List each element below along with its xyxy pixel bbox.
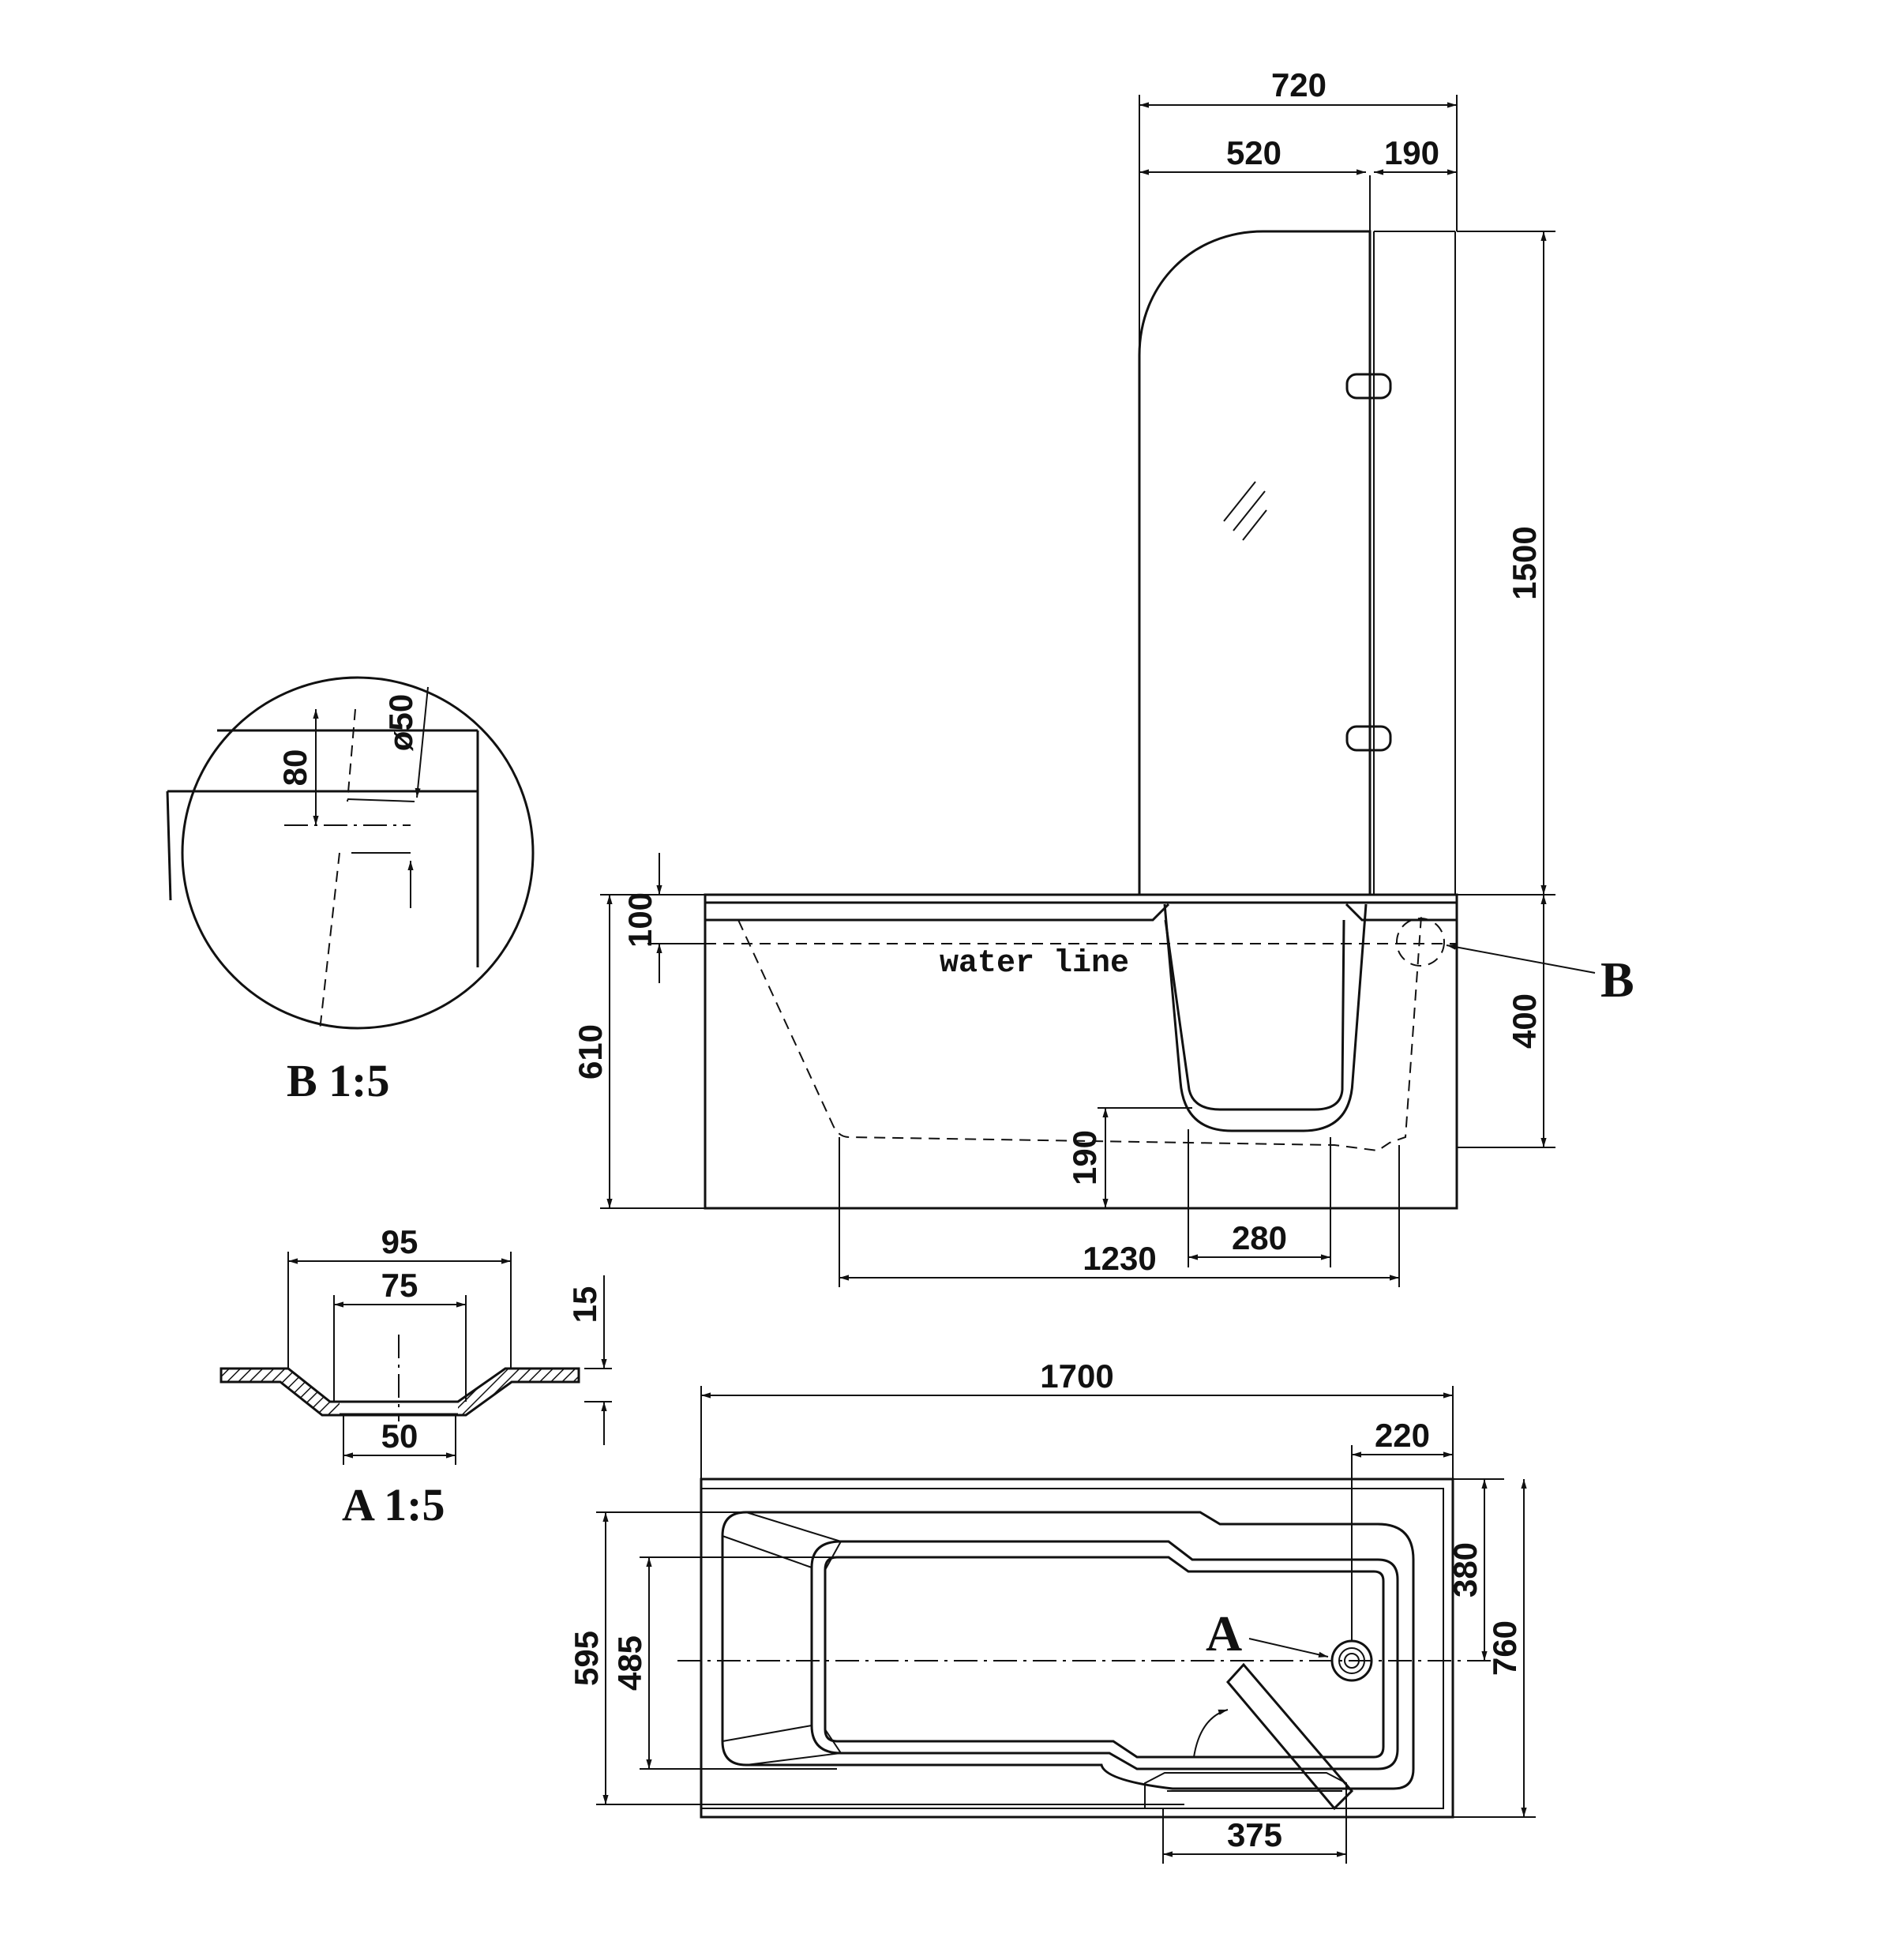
dim-595: 595 — [568, 1511, 1200, 1805]
basin-floor-outline — [824, 1556, 1385, 1759]
hinge-lower — [1345, 725, 1392, 752]
svg-text:190: 190 — [1384, 134, 1439, 171]
dim-1500: 1500 — [1457, 231, 1555, 896]
tub-plan-outer — [700, 1478, 1454, 1819]
door-recess-inner — [1164, 919, 1345, 1111]
dim-400: 400 — [1457, 895, 1555, 1148]
ref-b-callout: B — [1446, 944, 1634, 1008]
tub-rim-inner-left — [705, 903, 1170, 922]
dim-760: 760 — [1453, 1479, 1536, 1818]
door-swing-panel — [1226, 1662, 1354, 1811]
dim-75: 75 — [333, 1267, 467, 1402]
tub-side-body — [704, 893, 1458, 1210]
dim-1700: 1700 — [700, 1357, 1454, 1479]
dim-610: 610 — [572, 894, 705, 1209]
svg-text:B: B — [1600, 952, 1634, 1008]
svg-text:100: 100 — [621, 892, 659, 948]
detail-a: 95 75 50 15 A 1:5 — [220, 1223, 612, 1530]
svg-text:610: 610 — [572, 1024, 609, 1080]
svg-text:220: 220 — [1375, 1417, 1430, 1454]
dim-520: 520 — [1139, 134, 1366, 175]
dim-375: 375 — [1162, 1808, 1347, 1864]
svg-text:400: 400 — [1506, 993, 1543, 1049]
svg-text:595: 595 — [568, 1631, 605, 1686]
dim-95: 95 — [287, 1223, 512, 1369]
svg-text:A: A — [1206, 1605, 1242, 1661]
svg-text:280: 280 — [1232, 1219, 1287, 1256]
dim-190-top: 190 — [1374, 134, 1457, 175]
dim-100: 100 — [621, 853, 705, 983]
detail-b: 80 ø50 B 1:5 — [166, 676, 535, 1106]
tub-plan-rim — [700, 1488, 1444, 1809]
dim-485: 485 — [611, 1556, 837, 1770]
svg-text:485: 485 — [611, 1635, 648, 1691]
basin-outer-outline — [721, 1511, 1415, 1790]
dim-50: 50 — [343, 1415, 456, 1465]
hinge-upper — [1345, 373, 1392, 400]
svg-text:720: 720 — [1271, 66, 1326, 103]
dim-80: 80 — [276, 709, 319, 825]
dim-720: 720 — [1139, 66, 1458, 355]
detail-b-circle — [181, 676, 535, 1030]
svg-text:190: 190 — [1066, 1130, 1103, 1185]
svg-text:ø50: ø50 — [382, 694, 419, 751]
svg-text:380: 380 — [1447, 1542, 1484, 1598]
dim-380: 380 — [1447, 1478, 1504, 1661]
glass-screen — [1138, 230, 1372, 895]
water-line-label: water line — [940, 946, 1129, 982]
glass-reflection-icon — [1223, 481, 1267, 541]
dim-220: 220 — [1351, 1417, 1453, 1641]
detail-b-marker — [1396, 918, 1445, 967]
svg-text:80: 80 — [276, 749, 313, 787]
basin-inner-outline — [810, 1540, 1399, 1770]
svg-text:75: 75 — [381, 1267, 418, 1304]
dim-280: 280 — [1188, 1129, 1331, 1267]
plan-view: A 1700 220 380 760 595 — [568, 1357, 1536, 1864]
svg-text:520: 520 — [1226, 134, 1281, 171]
svg-text:375: 375 — [1227, 1816, 1282, 1853]
dim-1230: 1230 — [839, 1137, 1400, 1287]
dim-190-side: 190 — [1066, 1107, 1192, 1208]
dim-15: 15 — [566, 1275, 612, 1445]
svg-text:760: 760 — [1486, 1620, 1523, 1676]
svg-text:1500: 1500 — [1506, 526, 1543, 599]
door-swing-arc — [1193, 1709, 1229, 1758]
svg-text:1700: 1700 — [1040, 1357, 1113, 1395]
detail-b-label: B 1:5 — [287, 1055, 390, 1106]
svg-text:50: 50 — [381, 1417, 418, 1455]
drain-section — [220, 1367, 580, 1417]
headrest-panel — [722, 1511, 842, 1766]
ref-a-callout: A — [1206, 1605, 1329, 1661]
side-view: water line 720 520 190 1500 400 — [572, 66, 1634, 1287]
tub-rim-inner-right — [1345, 903, 1457, 922]
dim-d50: ø50 — [382, 686, 429, 798]
door-recess-outer — [1163, 903, 1368, 1132]
svg-text:95: 95 — [381, 1223, 418, 1260]
svg-text:1230: 1230 — [1083, 1240, 1156, 1277]
basin-hidden-outline — [737, 915, 1422, 1152]
svg-text:15: 15 — [566, 1286, 603, 1324]
detail-a-label: A 1:5 — [342, 1479, 445, 1530]
